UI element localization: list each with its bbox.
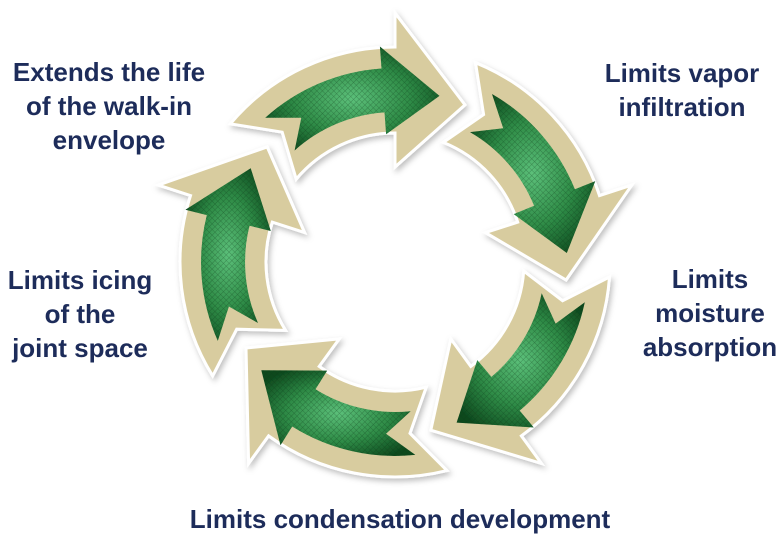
label-moisture-absorption: Limits moisture absorption	[630, 262, 783, 364]
label-line: infiltration	[618, 92, 746, 122]
arrow-mesh	[265, 46, 440, 151]
label-extends-life: Extends the life of the walk-in envelope	[0, 55, 218, 157]
label-icing-joint-space: Limits icing of the joint space	[0, 263, 160, 365]
arrow-mesh	[185, 168, 271, 341]
label-vapor-infiltration: Limits vapor infiltration	[592, 56, 772, 124]
arrow-mesh	[456, 293, 585, 428]
cycle-arrow-5	[153, 145, 308, 379]
label-line: moisture	[655, 298, 765, 328]
cycle-arrow-1	[227, 8, 468, 183]
cycle-arrow-2	[440, 60, 636, 282]
label-line: envelope	[52, 125, 166, 155]
label-line: Limits vapor	[604, 58, 760, 88]
label-line: absorption	[642, 332, 778, 362]
label-line: joint space	[12, 333, 148, 363]
cycle-arrow-3	[429, 268, 612, 467]
label-line: Limits icing	[7, 265, 153, 295]
label-line: Limits	[671, 264, 749, 294]
arrow-mesh	[261, 370, 416, 456]
arrow-mesh	[470, 94, 596, 253]
label-condensation: Limits condensation development	[189, 504, 611, 534]
label-line: of the walk-in	[25, 91, 193, 121]
cycle-arrow-4	[244, 337, 450, 479]
label-line: Extends the life	[12, 57, 206, 87]
label-line: of the	[44, 299, 116, 329]
